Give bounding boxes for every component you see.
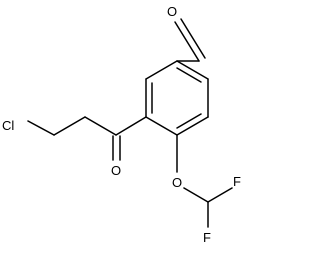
bond-chf2-f-top: [207, 187, 233, 203]
bond-ring-double-3: [176, 113, 202, 129]
bond-ring-1: [145, 60, 178, 80]
atom-label-o-aldehyde: O: [167, 4, 177, 19]
bonds: [27, 18, 233, 228]
atom-label-cl: Cl: [2, 118, 14, 133]
atom-label-o-ether: O: [172, 175, 182, 190]
atom-label-o-ketone: O: [111, 163, 121, 178]
bond-ring-3: [145, 116, 178, 136]
atom-label-f-bottom: F: [203, 230, 211, 245]
bond-aldehyde-c-o-2: [180, 18, 206, 59]
bond-aldehyde-c-o-1: [174, 21, 200, 62]
bond-ketone-to-ch2: [84, 116, 117, 136]
bond-ring-to-ketone: [115, 116, 147, 136]
atom-label-f-top: F: [233, 174, 241, 189]
bond-ring-double-1: [176, 67, 202, 83]
bond-ch2-cl: [27, 120, 55, 136]
bond-ether-o-to-chf2: [183, 187, 209, 203]
bond-ch2-ch2: [53, 116, 86, 136]
atom-labels: Cl O O O F F: [2, 4, 241, 245]
molecule-diagram: Cl O O O F F: [2, 4, 241, 245]
structure-canvas: Cl O O O F F: [2, 4, 241, 245]
bond-ring-6: [176, 60, 209, 80]
bond-ring-4: [176, 116, 209, 136]
